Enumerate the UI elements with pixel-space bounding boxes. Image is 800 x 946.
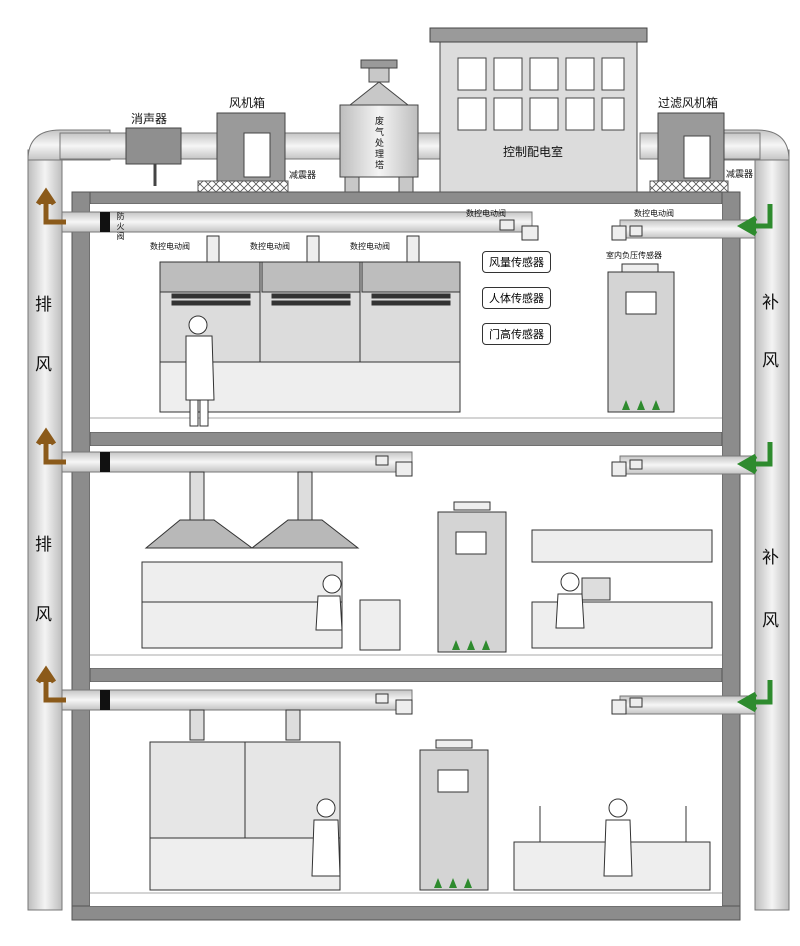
label-vibration-damper-left: 减震器 — [289, 171, 317, 181]
fume-hoods-floor3 — [149, 709, 341, 891]
label-supply-2b: 风 — [762, 611, 779, 631]
label-silencer: 消声器 — [131, 112, 168, 126]
label-hood-valve-3: 数控电动阀 — [350, 242, 390, 251]
lab-bench-floor2 — [141, 561, 401, 651]
silencer — [125, 127, 182, 165]
label-exhaust-1a: 排 — [35, 295, 52, 315]
label-hood-valve-1: 数控电动阀 — [150, 242, 190, 251]
label-control-room: 控制配电室 — [503, 145, 564, 159]
cabinets-floor2 — [531, 529, 713, 649]
supply-arrows — [736, 204, 773, 713]
scrubber-tower — [339, 59, 419, 194]
canopy-hoods — [144, 471, 360, 549]
building-shell — [71, 191, 741, 921]
label-exhaust-2b: 风 — [35, 605, 52, 625]
control-room-building — [429, 27, 648, 193]
lab-door-floor3 — [419, 739, 489, 891]
label-room-pressure-sensor: 室内负压传感器 — [606, 251, 662, 260]
label-exhaust-1b: 风 — [35, 355, 52, 375]
label-fire-damper: 防火阀 — [116, 212, 125, 242]
seated-scientist-2 — [555, 572, 585, 629]
callout-door-sensor: 门高传感器 — [482, 323, 551, 345]
label-fan-box: 风机箱 — [229, 96, 266, 110]
label-supply-1b: 风 — [762, 351, 779, 371]
standing-scientist-2 — [603, 798, 633, 877]
label-valve-top-right: 数控电动阀 — [634, 209, 674, 218]
lab-door — [607, 263, 675, 413]
label-vibration-damper-right: 减震器 — [726, 170, 754, 180]
standing-scientist — [311, 798, 341, 877]
label-supply-2a: 补 — [762, 548, 779, 568]
callout-body-sensor: 人体传感器 — [482, 287, 551, 309]
label-supply-1a: 补 — [762, 293, 779, 313]
label-scrubber: 废气处理塔 — [373, 116, 383, 171]
scientist-figure — [185, 315, 215, 427]
label-hood-valve-2: 数控电动阀 — [250, 242, 290, 251]
valve-boxes — [375, 219, 643, 715]
seated-scientist — [315, 574, 343, 631]
label-filter-fan-box: 过滤风机箱 — [658, 96, 719, 110]
callout-airflow-sensor: 风量传感器 — [482, 251, 551, 273]
label-valve-top-left: 数控电动阀 — [466, 209, 506, 218]
floor-ducts — [61, 211, 756, 715]
lab-door-floor2 — [437, 501, 507, 653]
label-exhaust-2a: 排 — [35, 535, 52, 555]
exhaust-arrows — [35, 187, 66, 703]
